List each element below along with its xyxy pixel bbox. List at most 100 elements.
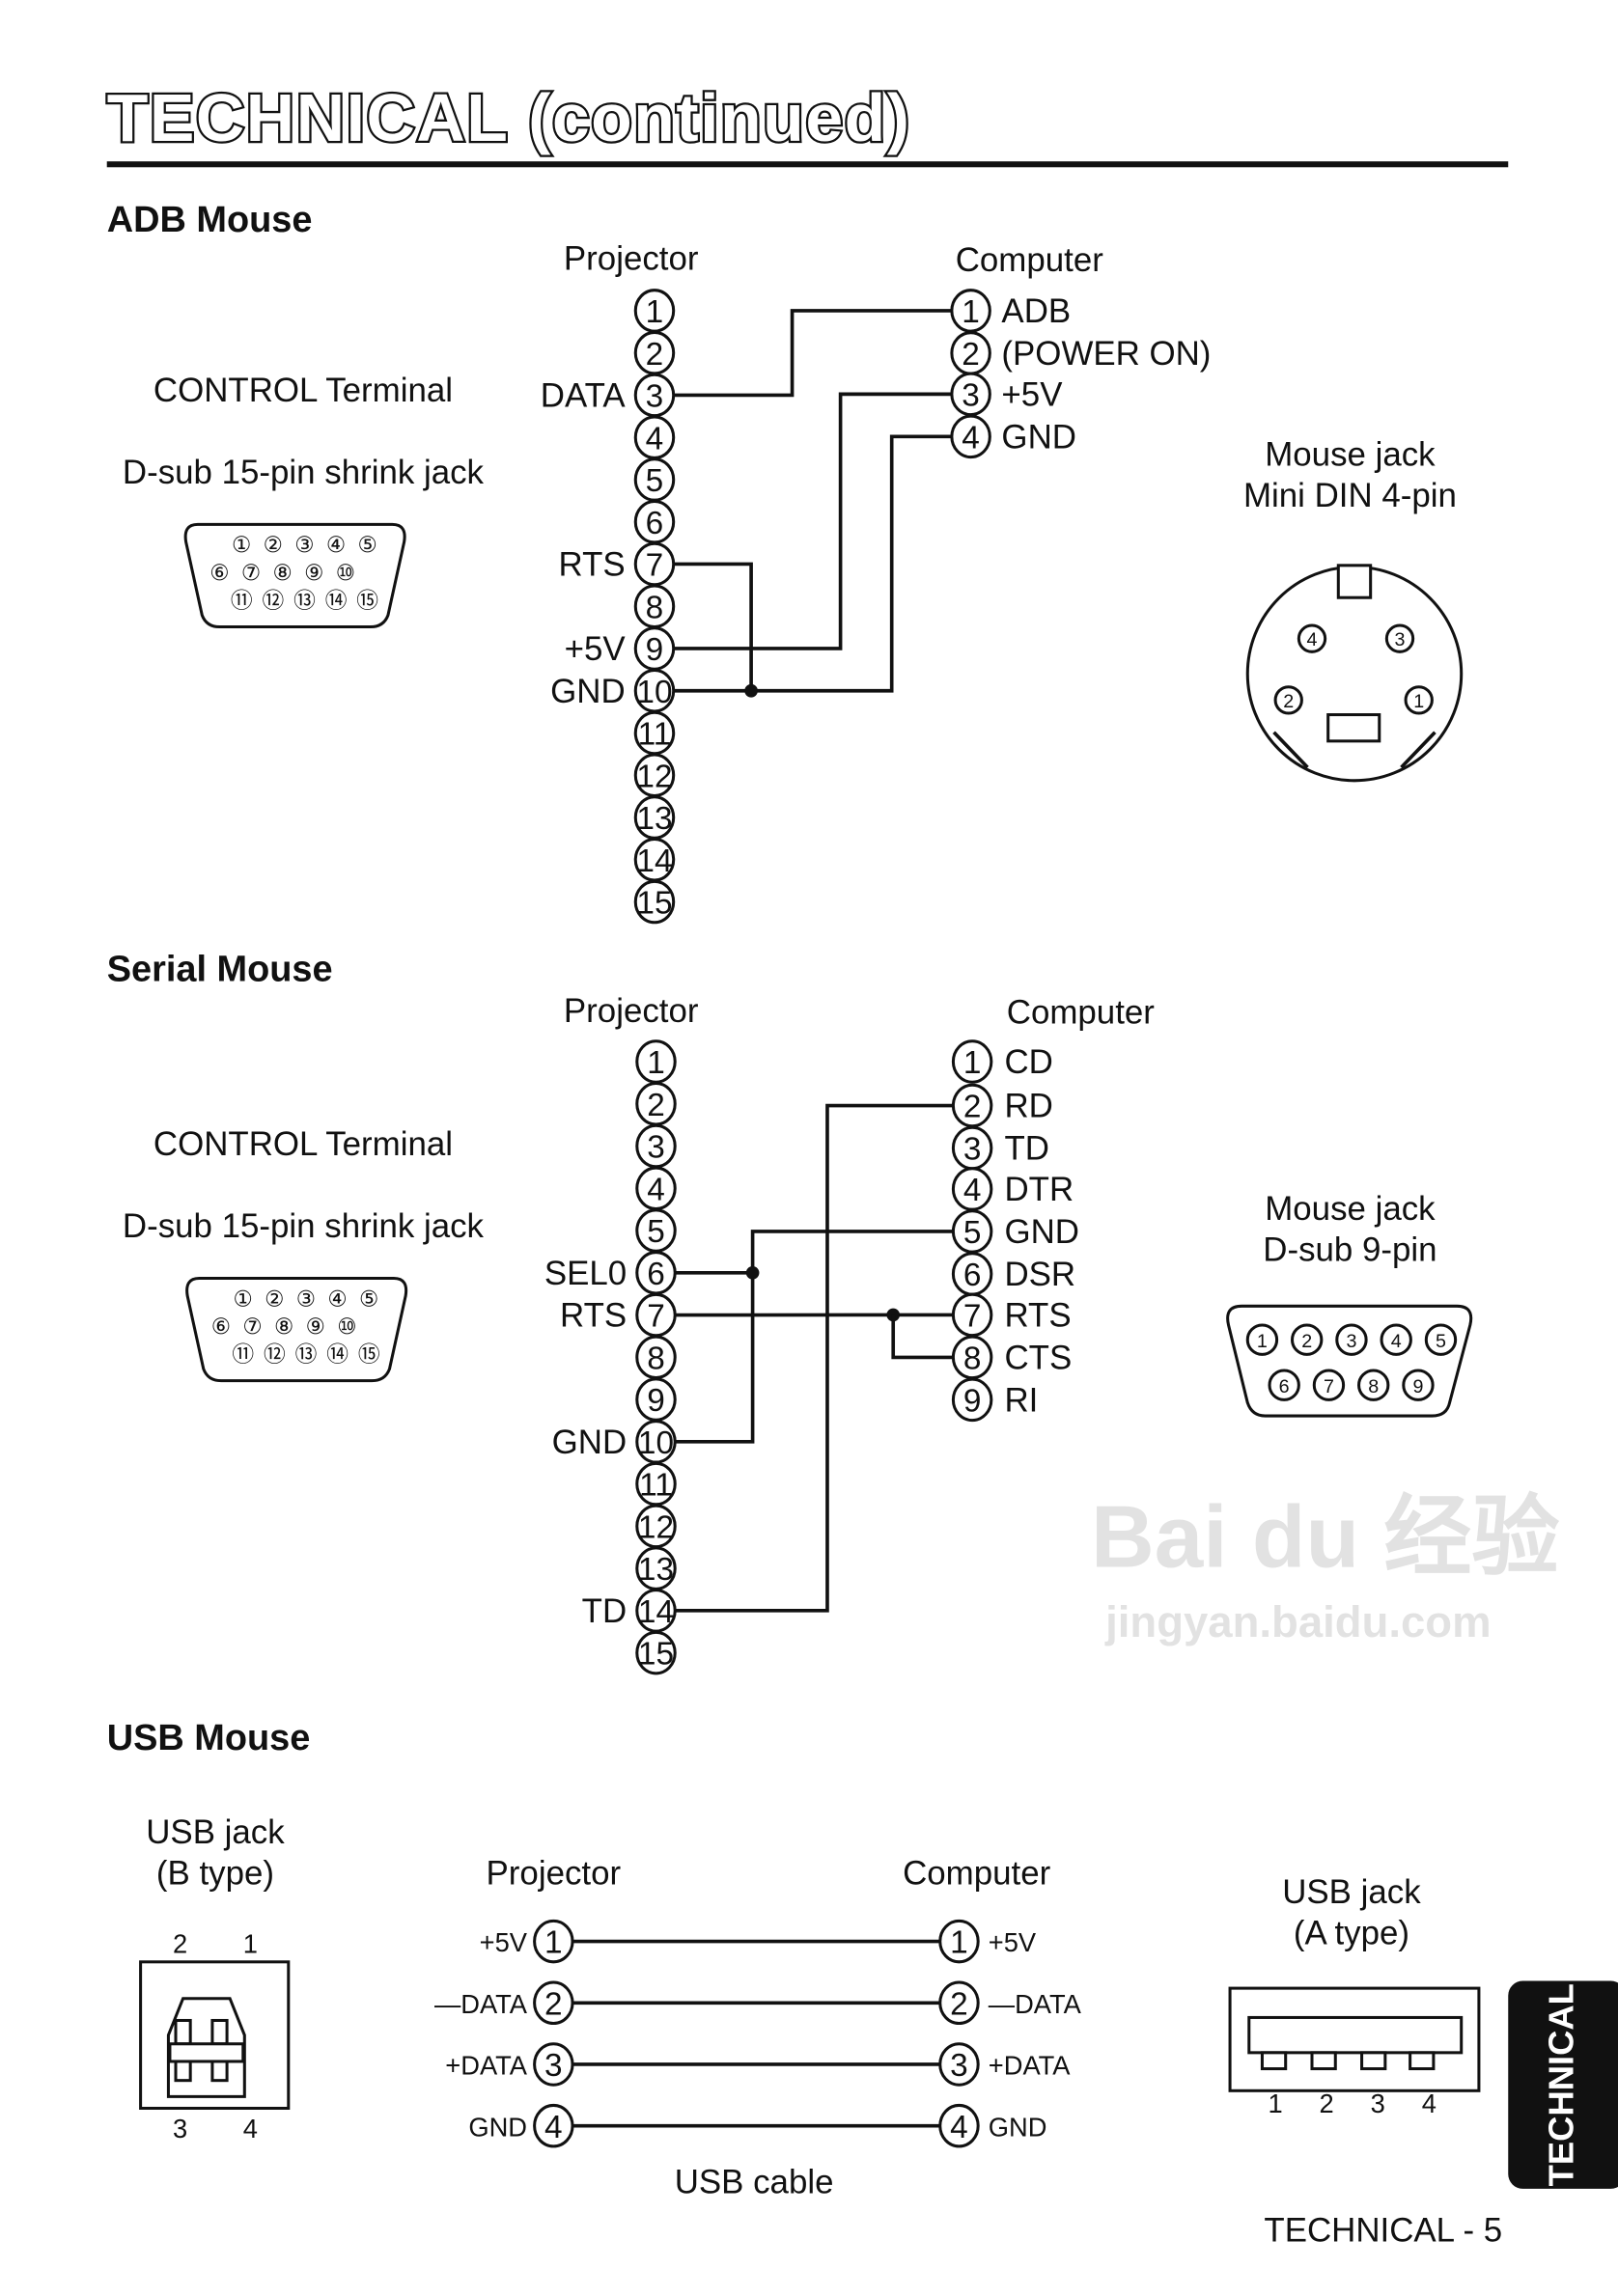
computer-signal-label: (POWER ON) bbox=[1001, 335, 1211, 373]
pin-circle bbox=[1335, 1323, 1368, 1356]
adb-heading: ADB Mouse bbox=[107, 200, 313, 240]
connector-outline bbox=[183, 522, 406, 629]
serial-projector-label: Projector bbox=[564, 992, 699, 1030]
pin-circle bbox=[950, 414, 991, 459]
pin-number: 8 bbox=[1368, 1376, 1379, 1397]
contact bbox=[210, 2018, 229, 2046]
pin-number: ④ bbox=[327, 1286, 347, 1311]
pin-number: 4 bbox=[646, 421, 664, 456]
pin-number: 2 bbox=[544, 1986, 563, 2022]
computer-signal-label: —DATA bbox=[989, 1989, 1082, 2019]
computer-signal-label: +5V bbox=[989, 1927, 1037, 1957]
pin-circle bbox=[938, 1919, 980, 1964]
pin-number: ③ bbox=[294, 532, 314, 557]
pin-number: 1 bbox=[646, 294, 664, 330]
projector-signal-label: GND bbox=[552, 1424, 627, 1461]
pin-circle bbox=[938, 1980, 980, 2026]
pin-number: 9 bbox=[1412, 1376, 1423, 1397]
pin-circle bbox=[1404, 685, 1434, 715]
pin-number: 8 bbox=[647, 1341, 665, 1376]
usb-b-jack-type: (B type) bbox=[156, 1854, 274, 1892]
computer-signal-label: RTS bbox=[1004, 1297, 1071, 1335]
computer-signal-label: +DATA bbox=[989, 2051, 1071, 2081]
pin-number: ⑧ bbox=[274, 1314, 293, 1339]
pin-circle bbox=[938, 2042, 980, 2087]
pin-number: ⑬ bbox=[293, 588, 316, 613]
pin-number: 2 bbox=[950, 1986, 968, 2022]
pin-circle bbox=[635, 1630, 677, 1675]
pin-number: ⑬ bbox=[295, 1342, 318, 1367]
usb-a-jack-label: USB jack bbox=[1282, 1873, 1421, 1911]
pin-number: ⑤ bbox=[357, 532, 377, 557]
pin-number: ① bbox=[232, 532, 251, 557]
pin-number: 3 bbox=[962, 378, 980, 414]
serial-terminal-label: CONTROL Terminal bbox=[153, 1125, 453, 1163]
pin-number: 8 bbox=[646, 590, 664, 625]
pin-number: 4 bbox=[1391, 1331, 1402, 1352]
page-footer: TECHNICAL - 5 bbox=[1264, 2212, 1502, 2250]
pin-number: 6 bbox=[646, 506, 664, 541]
connector-outline bbox=[1226, 1304, 1473, 1418]
pin-number: ⑭ bbox=[325, 588, 348, 613]
wire bbox=[673, 309, 952, 398]
page-title: TECHNICAL (continued) bbox=[107, 80, 911, 155]
wire bbox=[675, 1230, 954, 1444]
pin-number: 14 bbox=[638, 1594, 674, 1630]
adb-terminal-label: CONTROL Terminal bbox=[153, 372, 453, 409]
pin-number: ⑤ bbox=[359, 1286, 378, 1311]
computer-signal-label: GND bbox=[989, 2112, 1047, 2142]
usb-b-jack-label: USB jack bbox=[146, 1813, 285, 1851]
pin-number: 3 bbox=[647, 1130, 665, 1166]
pin-number: ⑪ bbox=[231, 588, 253, 613]
pin-number: 6 bbox=[1279, 1376, 1290, 1397]
key-notch bbox=[1336, 564, 1373, 599]
center-pin bbox=[1326, 713, 1381, 743]
pin-number: 10 bbox=[638, 1425, 674, 1461]
projector-signal-label: +5V bbox=[480, 1927, 528, 1957]
projector-signal-label: SEL0 bbox=[544, 1255, 627, 1292]
pin-number: ⑮ bbox=[358, 1342, 380, 1367]
projector-signal-label: —DATA bbox=[434, 1989, 528, 2019]
projector-signal-label: +DATA bbox=[445, 2051, 527, 2081]
pin-number: 11 bbox=[639, 1468, 673, 1504]
pin-number: 4 bbox=[962, 420, 980, 456]
junction-dot bbox=[745, 1265, 760, 1280]
junction-dot bbox=[744, 683, 758, 698]
connector-outline bbox=[185, 1276, 408, 1383]
computer-signal-label: DSR bbox=[1004, 1256, 1075, 1293]
pin-number: 1 bbox=[963, 1045, 982, 1081]
usb-computer-label: Computer bbox=[903, 1854, 1051, 1892]
pin-number: ① bbox=[234, 1286, 253, 1311]
title-rule bbox=[106, 161, 1509, 168]
pin-number: 1 bbox=[1257, 1331, 1268, 1352]
pin-number: 4 bbox=[243, 2114, 258, 2144]
projector-signal-label: TD bbox=[582, 1592, 627, 1630]
pin-number: 3 bbox=[646, 379, 664, 415]
pin-number: 3 bbox=[544, 2048, 563, 2084]
pin-number: ② bbox=[264, 532, 283, 557]
pin-number: ⑥ bbox=[211, 1314, 231, 1339]
pin-circle bbox=[533, 2042, 574, 2087]
pin-number: 12 bbox=[638, 1509, 674, 1545]
pin-number: 4 bbox=[1422, 2089, 1437, 2118]
pin-number: ⑦ bbox=[242, 1314, 262, 1339]
pin-number: ⑩ bbox=[336, 560, 355, 585]
tongue bbox=[1247, 2015, 1464, 2055]
contact bbox=[1409, 2051, 1436, 2071]
pin-number: 2 bbox=[647, 1088, 665, 1123]
pin-number: ⑨ bbox=[306, 1314, 325, 1339]
projector-signal-label: GND bbox=[550, 673, 626, 710]
pin-number: 7 bbox=[646, 548, 664, 584]
pin-circle bbox=[1424, 1323, 1458, 1356]
pin-circle bbox=[1291, 1323, 1324, 1356]
shield-edge bbox=[1272, 731, 1437, 769]
pin-number: ③ bbox=[296, 1286, 316, 1311]
pin-number: ⑥ bbox=[209, 560, 229, 585]
wire bbox=[675, 1103, 954, 1613]
pin-number: 5 bbox=[646, 463, 664, 499]
pin-number: 3 bbox=[963, 1132, 982, 1168]
wire bbox=[673, 392, 952, 650]
